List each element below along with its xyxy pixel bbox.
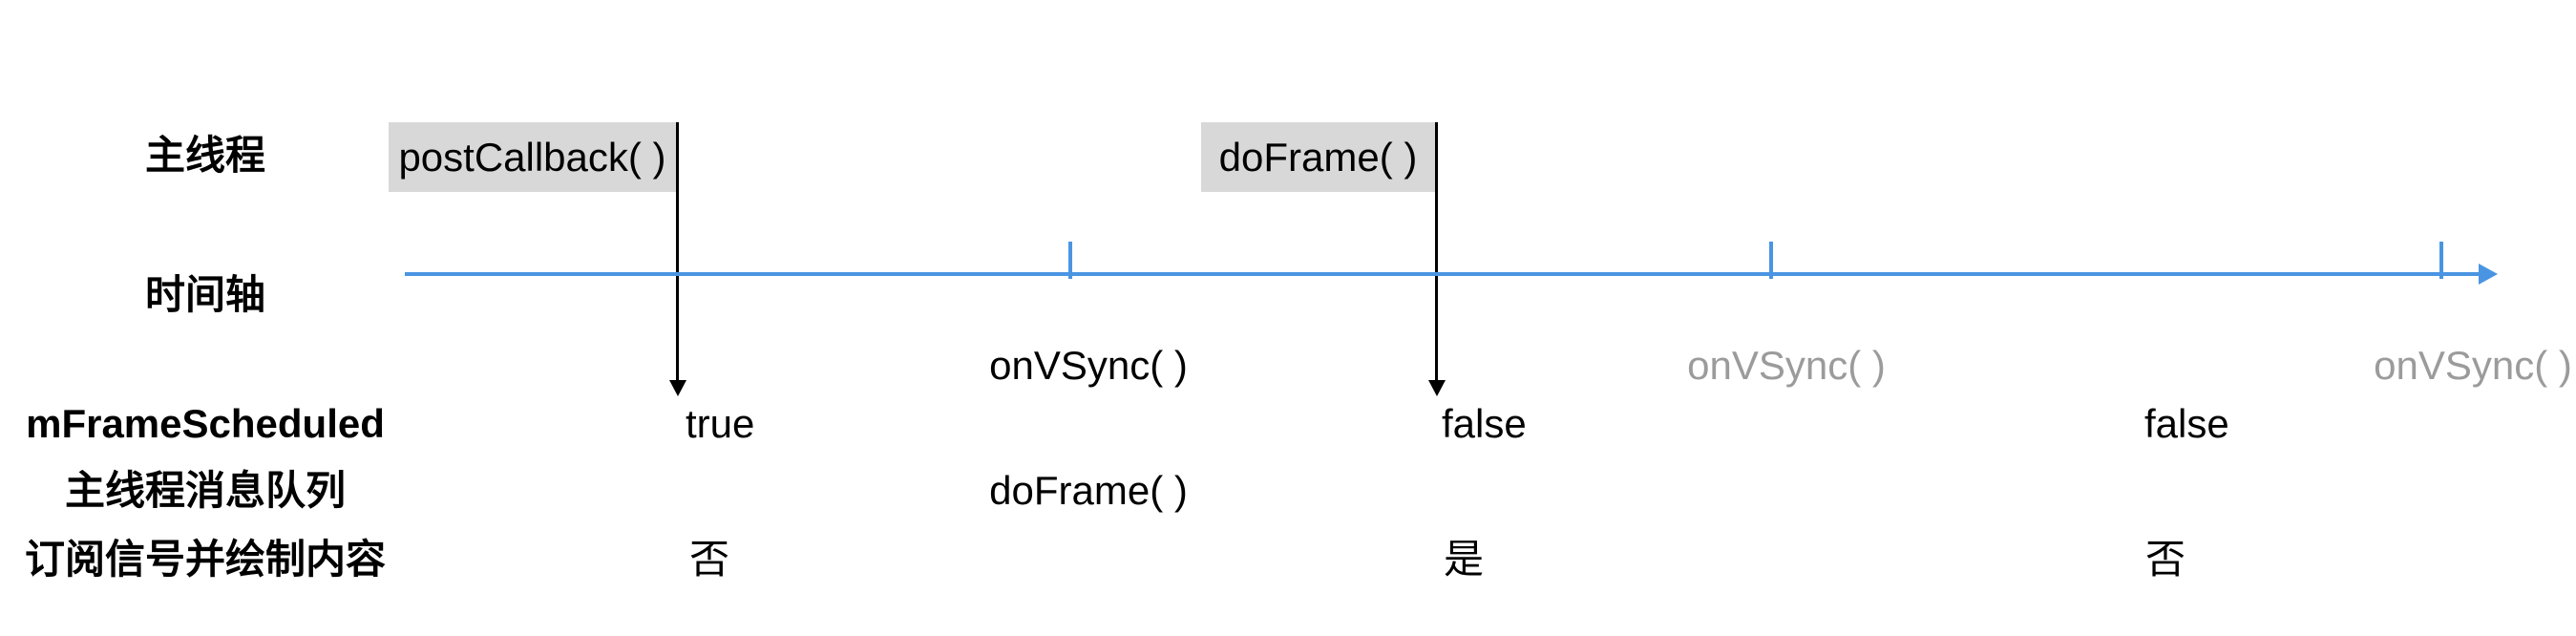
event-box-doframe-label: doFrame( ) (1218, 134, 1418, 180)
vsync-label-handled: onVSync( ) (989, 343, 1188, 388)
vsync-tick (1769, 242, 1773, 279)
row-label-main-thread: 主线程 (144, 133, 265, 178)
vsync-label-unsubscribed: onVSync( ) (1687, 343, 1886, 388)
vsync-tick (1068, 242, 1072, 279)
row-label-message-queue: 主线程消息队列 (64, 468, 346, 513)
event-box-postcallback-label: postCallback( ) (398, 134, 666, 180)
right-arrow-icon (2479, 264, 2498, 285)
subscribe-draw-value: 是 (1444, 537, 1485, 582)
event-line-doframe (1435, 122, 1438, 381)
subscribe-draw-value: 否 (2145, 537, 2186, 582)
down-arrow-icon (669, 380, 686, 396)
frame-scheduled-value: true (686, 401, 755, 446)
time-axis-line (405, 272, 2481, 276)
row-label-subscribe-draw: 订阅信号并绘制内容 (24, 537, 386, 582)
subscribe-draw-value: 否 (689, 537, 730, 582)
vsync-tick (2439, 242, 2443, 279)
vsync-label-unsubscribed: onVSync( ) (2374, 343, 2572, 388)
row-label-time-axis: 时间轴 (144, 272, 265, 317)
event-box-doframe: doFrame( ) (1201, 122, 1435, 192)
down-arrow-icon (1428, 380, 1446, 396)
event-box-postcallback: postCallback( ) (389, 122, 676, 192)
message-queue-value: doFrame( ) (989, 468, 1188, 513)
frame-scheduled-value: false (1442, 401, 1527, 446)
frame-scheduled-value: false (2144, 401, 2229, 446)
row-label-frame-scheduled: mFrameScheduled (26, 401, 385, 446)
event-line-postcallback (676, 122, 679, 381)
